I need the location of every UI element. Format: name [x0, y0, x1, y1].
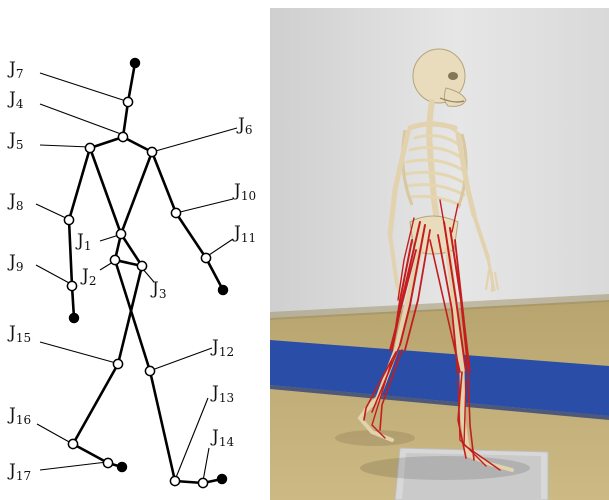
joint-neck	[123, 97, 132, 106]
label-j4: J4	[7, 89, 24, 111]
leader-lines	[36, 73, 237, 481]
label-j3: J3	[150, 279, 166, 301]
joint-labels: J7 J4 J5 J6 J8 J10 J1 J11 J2 J3 J9 J15 J…	[7, 59, 256, 483]
label-j2: J2	[80, 266, 96, 288]
joint-right-toe	[198, 478, 207, 487]
joint-chest	[118, 132, 127, 141]
label-j9: J9	[7, 252, 23, 274]
joint-right-knee	[145, 366, 154, 375]
label-j17: J17	[7, 461, 31, 483]
joint-right-elbow	[171, 208, 180, 217]
label-j1: J1	[75, 231, 91, 253]
label-j11: J11	[232, 223, 256, 245]
joint-end-head	[131, 59, 140, 68]
label-j10: J10	[232, 181, 256, 203]
joint-right-shoulder	[147, 147, 156, 156]
joint-left-elbow	[64, 215, 73, 224]
label-j6: J6	[236, 115, 252, 137]
joint-left-knee	[113, 359, 122, 368]
label-j7: J7	[7, 59, 23, 81]
joint-end-right-foot	[218, 475, 227, 484]
joint-left-hip	[110, 255, 119, 264]
joint-right-hip	[137, 261, 146, 270]
joint-end-left-foot	[118, 463, 127, 472]
label-j13: J13	[210, 383, 234, 405]
label-j16: J16	[7, 405, 31, 427]
joint-left-shoulder	[85, 143, 94, 152]
label-j5: J5	[7, 130, 23, 152]
stick-figure-diagram: J7 J4 J5 J6 J8 J10 J1 J11 J2 J3 J9 J15 J…	[7, 59, 256, 488]
joint-left-ankle	[68, 439, 77, 448]
label-j15: J15	[7, 323, 31, 345]
label-j14: J14	[210, 427, 234, 449]
joint-right-wrist	[201, 253, 210, 262]
joint-end-left-hand	[70, 314, 79, 323]
musculoskeletal-render	[270, 8, 609, 500]
label-j12: J12	[210, 337, 234, 359]
label-j8: J8	[7, 191, 23, 213]
joint-left-wrist	[67, 281, 76, 290]
joint-left-toe	[103, 458, 112, 467]
joint-end-right-hand	[219, 286, 228, 295]
joint-pelvis	[116, 229, 125, 238]
joint-right-ankle	[170, 476, 179, 485]
